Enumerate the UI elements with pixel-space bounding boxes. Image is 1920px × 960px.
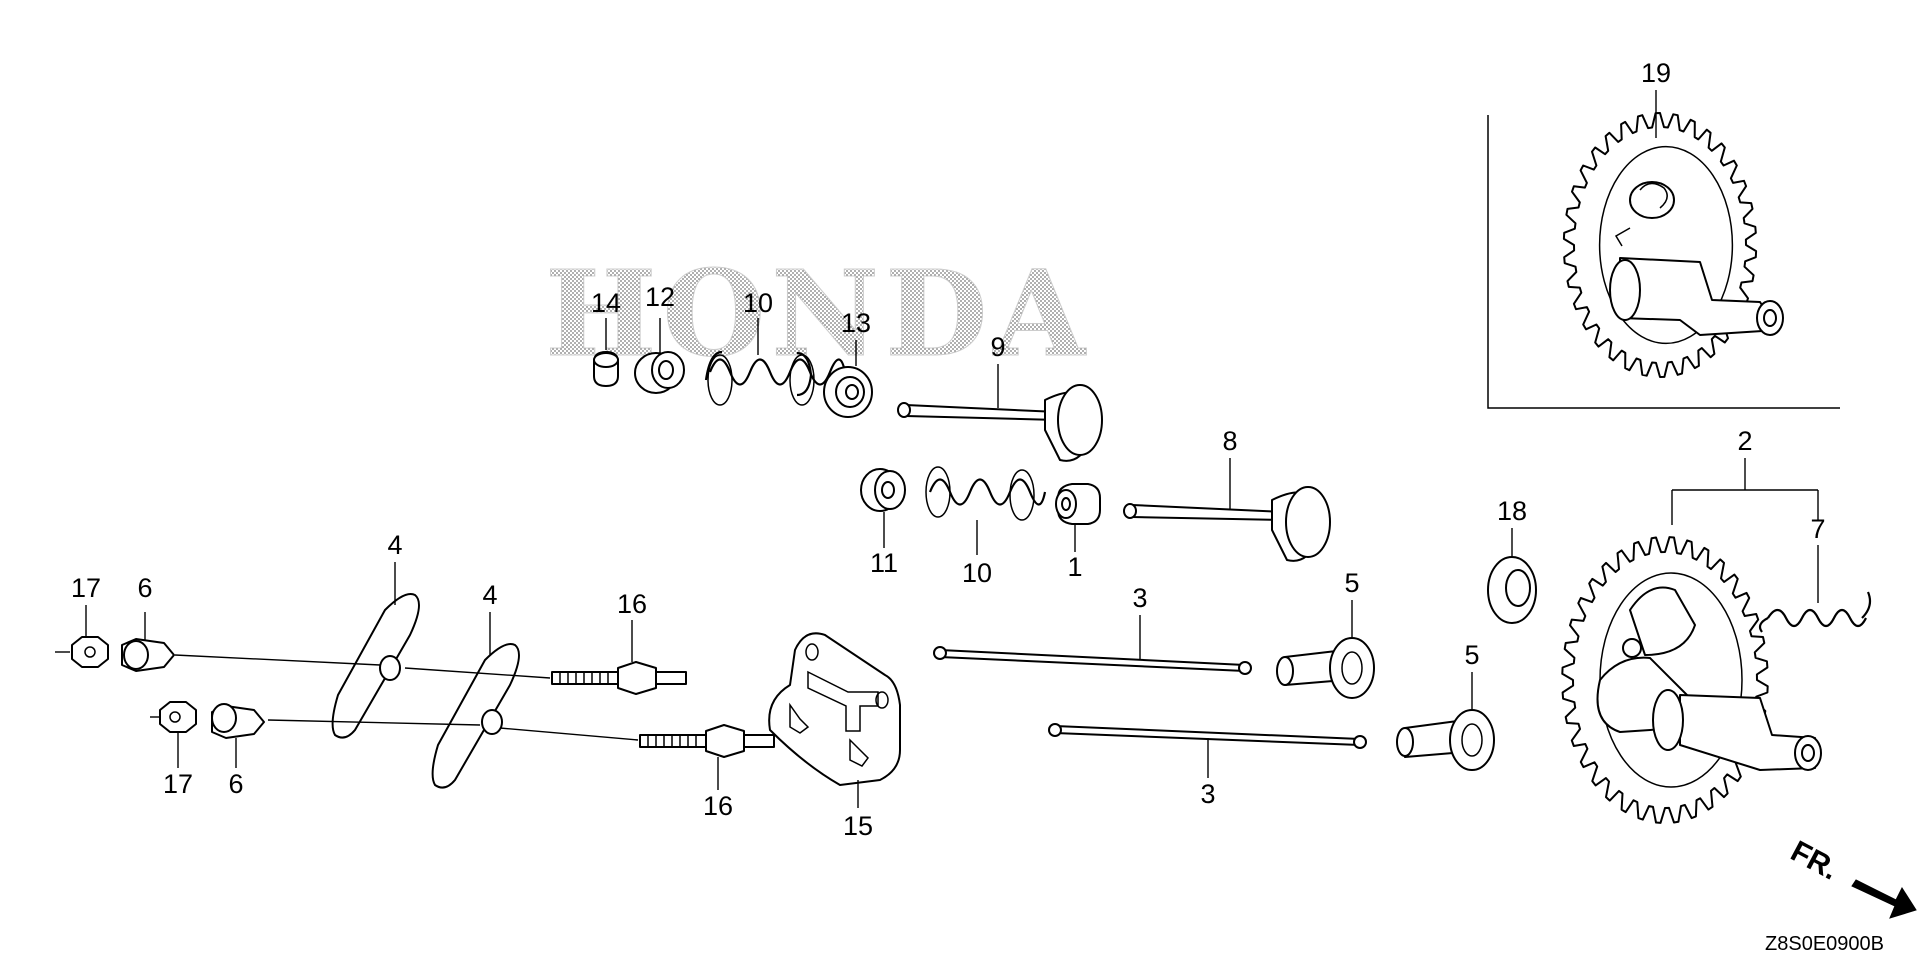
push-rod-guide-plate-15 — [768, 632, 901, 808]
camshaft-gear-19-drawing — [1562, 112, 1758, 378]
valve-stem-seal-1 — [1055, 483, 1101, 552]
callout-3-upper: 3 — [1132, 583, 1147, 613]
callout-10-upper: 10 — [743, 288, 773, 318]
pivot-adjusting-nut-6-upper — [121, 612, 175, 672]
callout-4-right: 4 — [482, 580, 497, 610]
pivot-bolt-16-upper — [551, 620, 687, 695]
callout-18: 18 — [1497, 496, 1527, 526]
camshaft-assembly-2 — [1561, 458, 1822, 824]
push-rod-3-upper — [933, 615, 1252, 675]
valve-rotator-11 — [860, 468, 906, 548]
pivot-adjusting-nut-6-lower — [211, 703, 265, 768]
valve-spring-10-upper — [704, 318, 847, 406]
gear-web — [1598, 145, 1734, 345]
callout-6-lower: 6 — [228, 769, 243, 799]
gear-teeth — [1562, 112, 1758, 378]
rocker-arm-4-left — [331, 562, 420, 739]
camshaft-assembly-inset — [1487, 90, 1840, 409]
callout-6-upper: 6 — [137, 573, 152, 603]
valve-lifter-5-upper — [1276, 600, 1375, 699]
front-arrow-icon — [1851, 879, 1917, 919]
intake-valve-9 — [897, 364, 1103, 462]
pivot-bolt-16-lower — [639, 724, 775, 790]
callout-16-lower: 16 — [703, 791, 733, 821]
callout-17-upper: 17 — [71, 573, 101, 603]
valve-retainer-14 — [593, 318, 619, 387]
rocker-arm-4-right — [431, 612, 520, 789]
callout-13: 13 — [841, 308, 871, 338]
valve-spring-10-lower — [925, 466, 1047, 555]
callout-19: 19 — [1641, 58, 1671, 88]
callout-1: 1 — [1067, 552, 1082, 582]
callout-4-left: 4 — [387, 530, 402, 560]
lock-nut-17-lower — [150, 701, 197, 768]
callout-14: 14 — [591, 288, 621, 318]
thrust-washer-18 — [1487, 528, 1537, 624]
callout-15: 15 — [843, 811, 873, 841]
lock-nut-17-upper — [55, 605, 109, 668]
valve-spring-seat-13 — [823, 340, 873, 418]
diagram-code: Z8S0E0900B — [1765, 933, 1884, 955]
callout-10-lower: 10 — [962, 558, 992, 588]
front-direction-marker: FR. — [1785, 835, 1917, 919]
callout-5-lower: 5 — [1464, 640, 1479, 670]
callout-2: 2 — [1737, 426, 1752, 456]
callout-5-upper: 5 — [1344, 568, 1359, 598]
callout-9: 9 — [990, 332, 1005, 362]
decompressor-spring-7 — [1758, 545, 1872, 633]
callout-11: 11 — [870, 548, 898, 578]
callout-3-lower: 3 — [1200, 779, 1215, 809]
callout-17-lower: 17 — [163, 769, 193, 799]
honda-watermark: HONDA — [545, 244, 1091, 383]
valve-lifter-5-lower — [1396, 672, 1495, 771]
callout-12: 12 — [645, 282, 675, 312]
push-rod-3-lower — [1048, 723, 1367, 778]
callout-7: 7 — [1810, 514, 1825, 544]
exhaust-valve-8 — [1123, 458, 1331, 562]
callout-8: 8 — [1222, 426, 1237, 456]
callout-16-upper: 16 — [617, 589, 647, 619]
front-marker-label: FR. — [1785, 835, 1843, 887]
valve-rotator-12 — [634, 318, 685, 394]
